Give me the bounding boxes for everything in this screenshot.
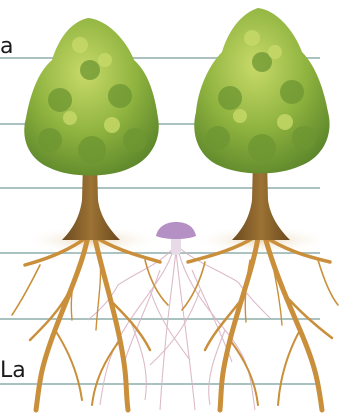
tree-canopy-left [24, 18, 158, 176]
cropped-label-bottom: La [0, 360, 26, 382]
mushroom-cap [156, 222, 196, 239]
mushroom-icon [156, 222, 196, 255]
tree-canopy-right [194, 8, 329, 174]
cropped-label-top: a [0, 36, 13, 58]
